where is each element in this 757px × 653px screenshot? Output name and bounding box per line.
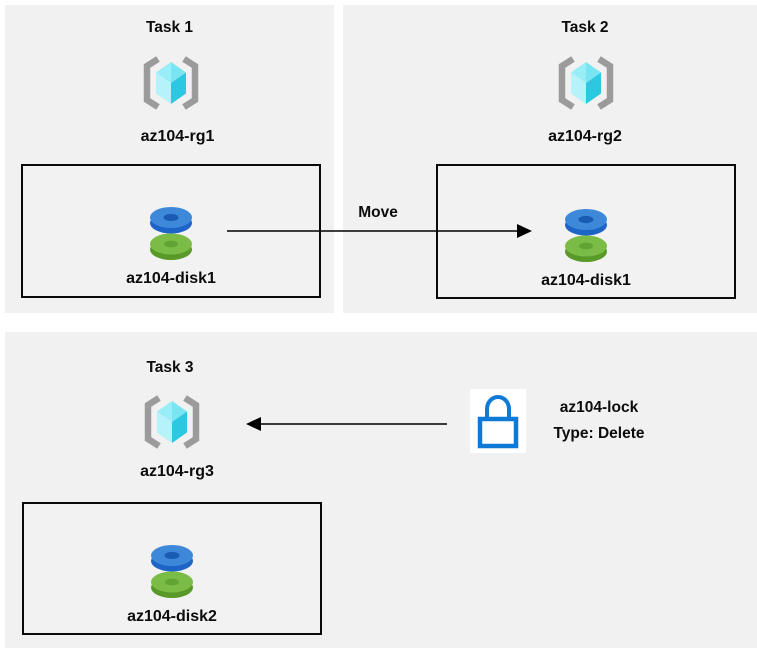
resource-group-icon bbox=[143, 395, 201, 449]
lock-type: Type: Delete bbox=[553, 425, 645, 442]
task2-panel: Task 2 az104-rg2 az104-disk1 bbox=[343, 5, 757, 313]
resource-container-box: az104-disk1 bbox=[436, 164, 736, 299]
task1-panel: Task 1 az104-rg1 az104-disk1 bbox=[5, 5, 334, 313]
resource-group-name: az104-rg2 bbox=[548, 128, 622, 145]
resource-container-box: az104-disk1 bbox=[21, 164, 321, 298]
lock-name: az104-lock bbox=[559, 399, 639, 416]
disk-icon bbox=[565, 209, 607, 262]
move-arrow-label: Move bbox=[358, 204, 398, 221]
disk-name: az104-disk1 bbox=[126, 270, 216, 287]
resource-group-icon bbox=[142, 56, 200, 110]
task1-title: Task 1 bbox=[145, 19, 194, 36]
task3-title: Task 3 bbox=[146, 359, 194, 376]
task3-panel: Task 3 az104-rg3 az104-disk2 az104-lock … bbox=[5, 332, 757, 648]
resource-group-name: az104-rg1 bbox=[140, 128, 215, 145]
disk-icon bbox=[150, 207, 192, 260]
disk-name: az104-disk2 bbox=[127, 608, 217, 625]
lock-caption: az104-lock Type: Delete bbox=[533, 395, 665, 447]
lock-icon bbox=[470, 389, 526, 453]
disk-icon bbox=[151, 545, 193, 598]
resource-group-icon bbox=[557, 56, 615, 110]
resource-container-box: az104-disk2 bbox=[22, 502, 322, 635]
task2-title: Task 2 bbox=[561, 19, 609, 36]
disk-name: az104-disk1 bbox=[541, 272, 631, 289]
resource-group-name: az104-rg3 bbox=[140, 463, 214, 480]
